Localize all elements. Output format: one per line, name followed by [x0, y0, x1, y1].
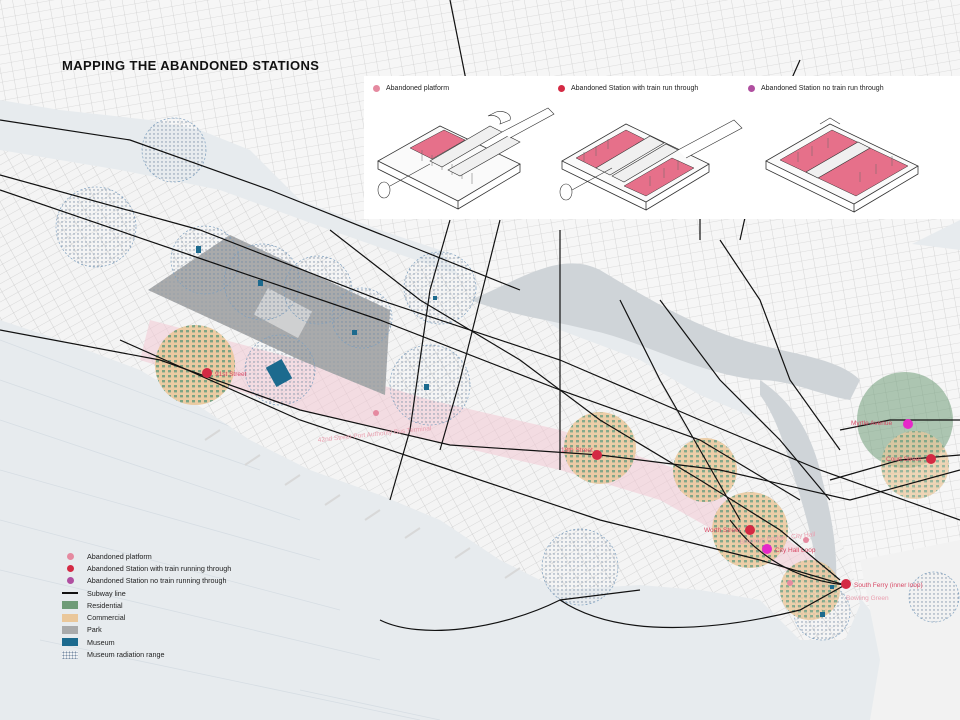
dot-icon — [748, 85, 755, 92]
subway-lines — [0, 0, 960, 632]
legend-row-train: Abandoned Station with train running thr… — [62, 562, 231, 574]
station-label-91st: 91st Street — [215, 371, 247, 378]
station-91st-street — [202, 368, 212, 378]
legend-label: Abandoned Station with train running thr… — [87, 563, 232, 573]
legend-row-radiation: Museum radiation range — [62, 648, 231, 660]
brooklyn-waterfront — [860, 540, 960, 720]
station-south-ferry — [841, 579, 851, 589]
east-river-south — [760, 380, 837, 600]
museums — [196, 246, 834, 617]
station-court-street — [926, 454, 936, 464]
platform-label-bowling-green: Bowling Green — [846, 595, 889, 602]
legend-row-no-train: Abandoned Station no train running throu… — [62, 575, 231, 587]
typology-label-train: Abandoned Station with train run through — [571, 85, 699, 92]
legend-label: Museum — [87, 637, 115, 647]
legend-label: Residential — [87, 600, 123, 610]
station-worth-street — [745, 525, 755, 535]
water-texture — [0, 339, 441, 720]
east-river — [470, 263, 860, 400]
typology-label-no-train: Abandoned Station no train run through — [761, 85, 884, 92]
typology-legend-train: Abandoned Station with train run through — [558, 85, 698, 92]
legend-row-museum: Museum — [62, 636, 231, 648]
station-train-through-diagram — [559, 119, 743, 211]
station-label-18th: 18th Street — [561, 447, 593, 454]
legend-label: Abandoned platform — [87, 551, 152, 561]
legend-row-residential: Residential — [62, 599, 231, 611]
east-land — [540, 220, 960, 720]
legend-row-subway: Subway line — [62, 587, 231, 599]
poster-title: MAPPING THE ABANDONED STATIONS — [62, 58, 320, 73]
piers — [204, 429, 521, 579]
legend-label: Commercial — [87, 613, 126, 623]
dot-icon — [558, 85, 565, 92]
map-legend: Abandoned platform Abandoned Station wit… — [62, 550, 231, 661]
abandoned-platform-markers — [373, 410, 809, 586]
swatch-icon — [62, 638, 78, 647]
legend-row-park: Park — [62, 624, 231, 636]
typology-legend-no-train: Abandoned Station no train run through — [748, 85, 884, 92]
typology-legend-platform: Abandoned platform — [373, 85, 449, 92]
swatch-icon — [62, 601, 78, 610]
station-label-court: Court Street — [886, 456, 921, 463]
legend-label: Park — [87, 625, 102, 635]
swatch-icon — [62, 625, 78, 634]
station-myrtle-avenue — [903, 419, 913, 429]
station-18th-street — [592, 450, 602, 460]
station-markers — [202, 368, 936, 589]
station-label-worth: Worth Street — [704, 527, 741, 534]
station-label-myrtle: Myrtle Avenue — [851, 420, 892, 427]
legend-label: Museum radiation range — [87, 650, 165, 660]
dot-icon — [66, 552, 74, 560]
typology-panel: Abandoned platform Abandoned Station wit… — [364, 76, 960, 219]
legend-row-commercial: Commercial — [62, 611, 231, 623]
legend-label: Subway line — [87, 588, 126, 598]
station-label-south-ferry: South Ferry (inner loop) — [854, 582, 923, 589]
station-label-city-hall: City Hall Loop — [775, 547, 816, 554]
dot-icon — [373, 85, 380, 92]
platform-corridor — [140, 320, 830, 590]
station-labels: 91st Street 18th Street Worth Street Sou… — [215, 371, 923, 589]
line-icon — [62, 592, 78, 594]
typology-label-platform: Abandoned platform — [386, 85, 450, 92]
station-city-hall-loop — [762, 544, 772, 554]
dot-icon — [66, 577, 74, 585]
legend-label: Abandoned Station no train running throu… — [87, 576, 227, 586]
station-no-train-diagram — [765, 117, 919, 213]
abandoned-platform-diagram — [377, 107, 555, 210]
swatch-icon — [62, 613, 78, 622]
hatch-icon — [62, 650, 78, 659]
dot-icon — [66, 564, 74, 572]
legend-row-platform: Abandoned platform — [62, 550, 231, 562]
